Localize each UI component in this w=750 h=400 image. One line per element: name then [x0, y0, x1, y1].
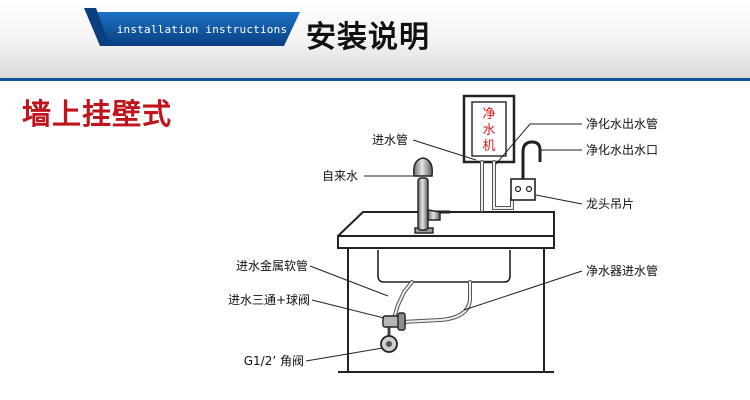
purified-faucet [521, 140, 542, 196]
mount-type-heading: 墙上挂壁式 [22, 97, 173, 131]
header-divider [0, 78, 750, 81]
purifier-box [462, 94, 516, 164]
label-tap-water: 自来水 [321, 169, 358, 183]
header-tag: installation instructions [116, 23, 288, 36]
tee-ball-valve [382, 312, 406, 331]
purifier-label-char: 水 [482, 123, 495, 138]
label-faucet-bracket: 龙头吊片 [586, 197, 635, 211]
label-purified-outlet-pipe: 净化水出水管 [586, 117, 659, 131]
page-title: 安装说明 [306, 20, 430, 55]
tap-faucet [413, 157, 441, 234]
angle-valve [380, 335, 398, 353]
label-inlet-pipe: 进水管 [371, 133, 408, 147]
leader-lines [305, 123, 583, 362]
label-purified-outlet: 净化水出水口 [586, 143, 659, 157]
purifier-pipes [480, 160, 514, 212]
purifier-label-char: 净 [482, 107, 495, 122]
under-sink-hoses [387, 280, 472, 339]
label-angle-valve: G1/2’ 角阀 [243, 354, 304, 368]
purifier-label-char: 机 [482, 139, 495, 154]
label-metal-hose: 进水金属软管 [235, 259, 308, 273]
header-tag-tail [84, 8, 110, 46]
label-purifier-inlet-pipe: 净水器进水管 [586, 264, 659, 278]
label-tee-ball-valve: 进水三通+球阀 [227, 293, 310, 307]
faucet-bracket [510, 178, 536, 201]
header-tag-banner [92, 12, 300, 46]
sink-cabinet [337, 210, 555, 373]
